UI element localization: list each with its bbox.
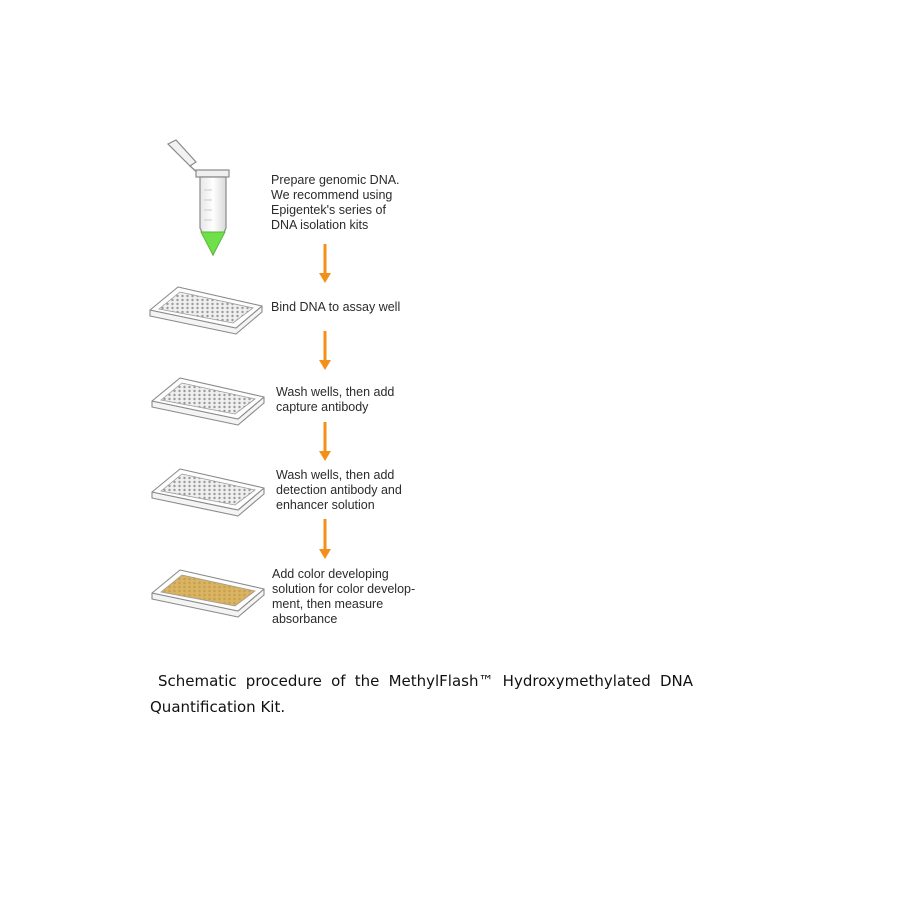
step-4-text: Wash wells, then add detection antibody … bbox=[276, 468, 402, 512]
arrow-1-icon bbox=[319, 244, 331, 283]
caption-line-1: Schematic procedure of the MethylFlash™ … bbox=[158, 672, 693, 690]
step-2-text: Bind DNA to assay well bbox=[271, 300, 401, 314]
arrow-4-icon bbox=[319, 519, 331, 559]
assay-plate-1-icon bbox=[149, 286, 263, 335]
assay-plate-3-icon bbox=[151, 468, 265, 517]
assay-plate-2-icon bbox=[151, 377, 265, 426]
arrow-3-icon bbox=[319, 422, 331, 461]
step-3-text: Wash wells, then add capture antibody bbox=[276, 385, 395, 414]
caption-line-2: Quantification Kit. bbox=[150, 698, 286, 716]
colored-plate-icon bbox=[151, 569, 265, 618]
step-1-text: Prepare genomic DNA. We recommend using … bbox=[271, 173, 400, 232]
figure-caption: Schematic procedure of the MethylFlash™ … bbox=[150, 668, 693, 720]
step-5-text: Add color developing solution for color … bbox=[272, 567, 416, 626]
arrow-2-icon bbox=[319, 331, 331, 370]
tube-icon bbox=[166, 139, 230, 257]
